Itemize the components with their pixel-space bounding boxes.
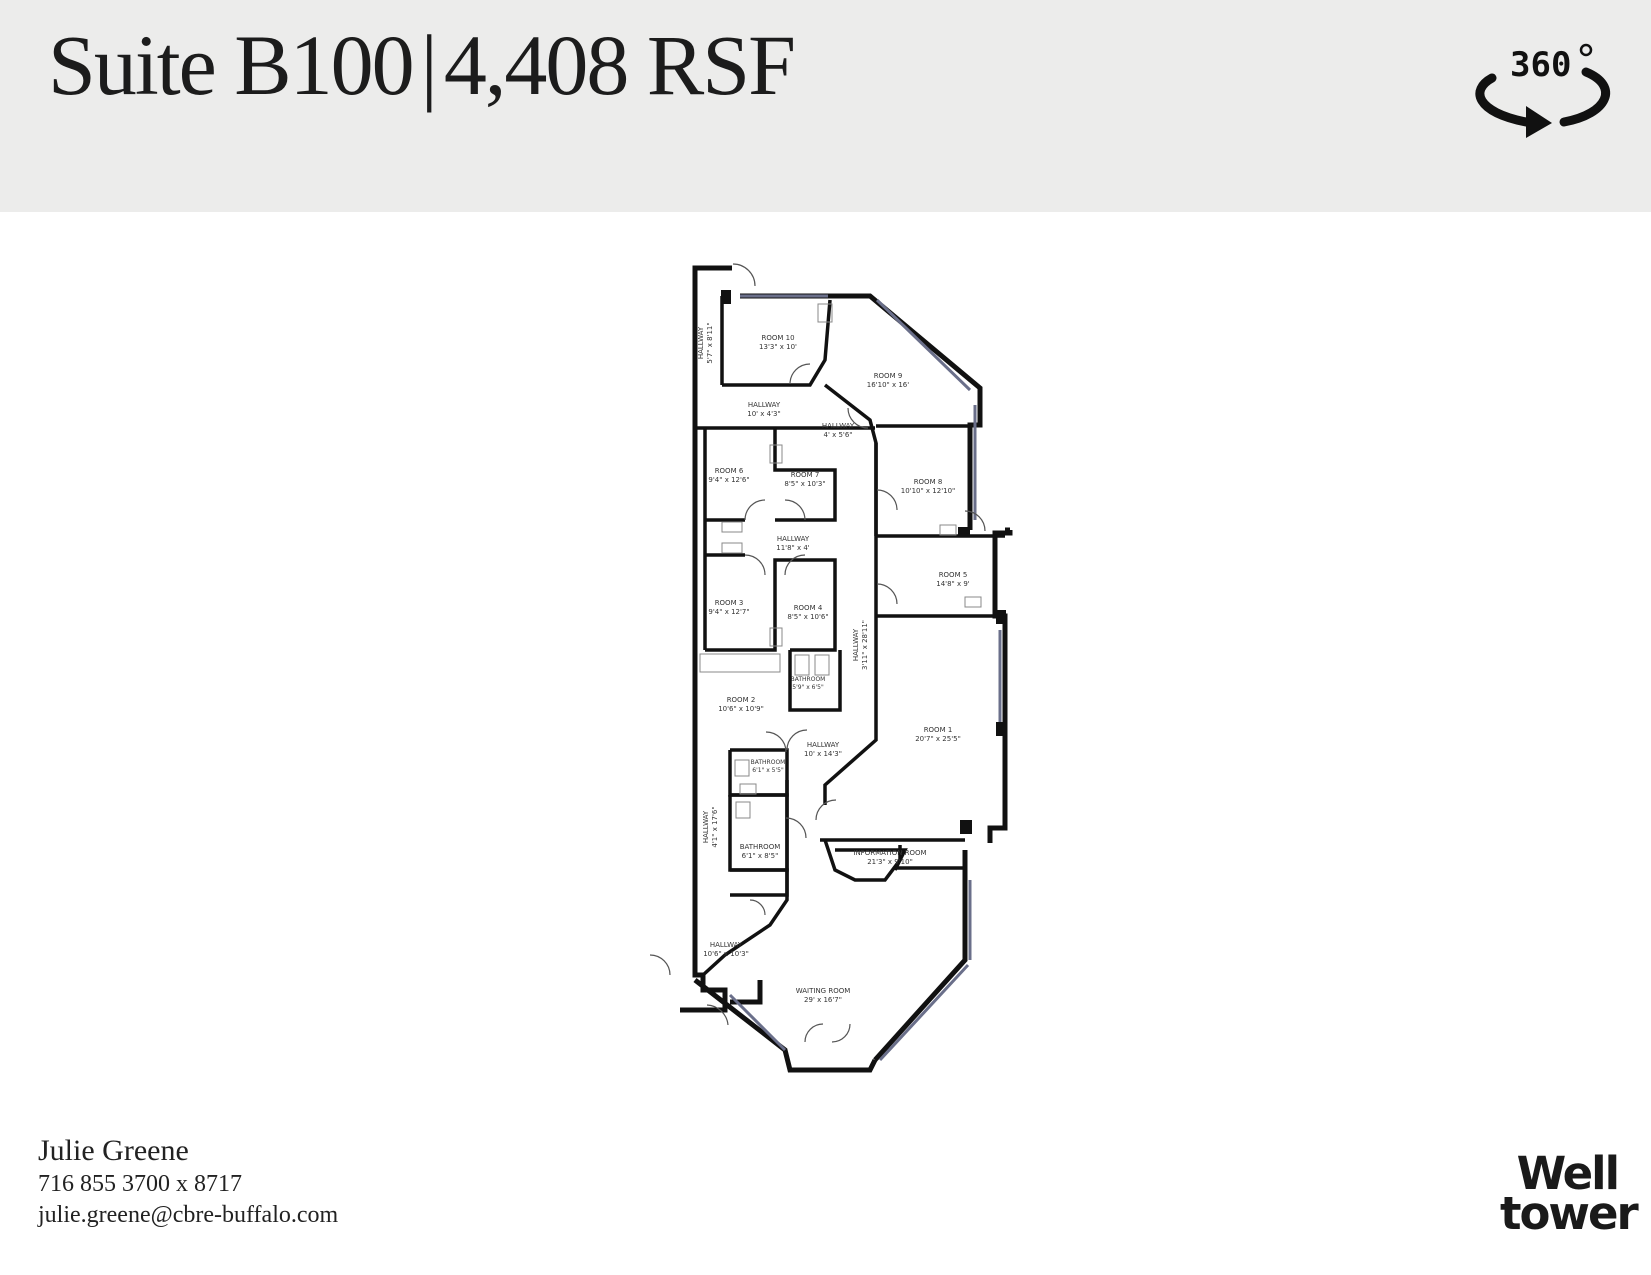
- room-name: ROOM 9: [874, 372, 903, 380]
- room-size: 9'4" x 12'6": [708, 476, 749, 484]
- room-name: HALLWAY: [748, 401, 781, 409]
- room-name: BATHROOM: [740, 843, 781, 851]
- room-name: ROOM 3: [715, 599, 744, 607]
- room-name: HALLWAY: [852, 628, 860, 661]
- rotate-360-icon[interactable]: 360: [1468, 38, 1618, 138]
- room-name: ROOM 10: [761, 334, 794, 342]
- badge-label: 360: [1510, 45, 1571, 85]
- room-size: 10' x 4'3": [747, 410, 780, 418]
- room-size: 5'7" x 8'11": [706, 322, 714, 363]
- contact-phone[interactable]: 716 855 3700 x 8717: [38, 1170, 242, 1197]
- room-size: 9'4" x 12'7": [708, 608, 749, 616]
- room-size: 14'8" x 9': [936, 580, 970, 588]
- room-size: 13'3" x 10': [759, 343, 797, 351]
- room-name: ROOM 1: [924, 726, 953, 734]
- room-name: BATHROOM: [751, 759, 786, 766]
- room-size: 20'7" x 25'5": [915, 735, 961, 743]
- welltower-logo: Well tower: [1500, 1147, 1639, 1240]
- room-name: INFORMATION ROOM: [853, 849, 926, 857]
- room-size: 3'11" x 28'11": [861, 620, 869, 670]
- room-size: 11'8" x 4': [776, 544, 810, 552]
- room-name: HALLWAY: [710, 941, 743, 949]
- room-size: 5'9" x 6'5": [792, 684, 824, 691]
- windows: [728, 294, 1002, 1062]
- room-size: 29' x 16'7": [804, 996, 842, 1004]
- room-name: ROOM 5: [939, 571, 968, 579]
- logo-line-1: Well: [1516, 1147, 1620, 1200]
- room-size: 8'5" x 10'3": [784, 480, 825, 488]
- room-name: HALLWAY: [822, 422, 855, 430]
- column-markers: [721, 290, 1006, 834]
- room-size: 16'10" x 16': [867, 381, 909, 389]
- page-title: Suite B100|4,408 RSF: [48, 17, 796, 113]
- title-separator: |: [420, 17, 438, 113]
- room-name: HALLWAY: [697, 326, 705, 359]
- room-name: ROOM 2: [727, 696, 756, 704]
- floor-plan: ROOM 10 13'3" x 10' ROOM 9 16'10" x 16' …: [649, 263, 1013, 1073]
- logo-line-2: tower: [1500, 1187, 1639, 1240]
- room-size: 8'5" x 10'6": [787, 613, 828, 621]
- room-size: 21'3" x 9'10": [867, 858, 913, 866]
- suite-name: Suite B100: [48, 17, 415, 113]
- contact-email[interactable]: julie.greene@cbre-buffalo.com: [38, 1201, 339, 1228]
- room-size: 10'6" x 10'9": [718, 705, 764, 713]
- room-name: ROOM 4: [794, 604, 823, 612]
- fixtures: [699, 303, 982, 819]
- room-name: ROOM 6: [715, 467, 744, 475]
- room-name: HALLWAY: [807, 741, 840, 749]
- interior-walls: [695, 296, 1005, 977]
- contact-block: Julie Greene 716 855 3700 x 8717 julie.g…: [38, 1134, 338, 1231]
- contact-name: Julie Greene: [38, 1134, 189, 1167]
- room-name: ROOM 8: [914, 478, 943, 486]
- suite-area: 4,408 RSF: [443, 17, 796, 113]
- header-band: Suite B100|4,408 RSF 360: [0, 0, 1651, 212]
- room-name: HALLWAY: [777, 535, 810, 543]
- room-size: 4' x 5'6": [823, 431, 852, 439]
- room-name: ROOM 7: [791, 471, 820, 479]
- door-swings: [649, 263, 986, 1043]
- room-labels: ROOM 10 13'3" x 10' ROOM 9 16'10" x 16' …: [697, 322, 970, 1004]
- room-size: 6'1" x 8'5": [742, 852, 779, 860]
- room-size: 10'10" x 12'10": [901, 487, 956, 495]
- room-name: WAITING ROOM: [796, 987, 851, 995]
- room-name: HALLWAY: [702, 810, 710, 843]
- room-size: 10'6" x 10'3": [703, 950, 749, 958]
- room-size: 4'1" x 17'6": [711, 806, 719, 847]
- room-size: 6'1" x 5'5": [752, 767, 784, 774]
- room-name: BATHROOM: [791, 676, 826, 683]
- room-size: 10' x 14'3": [804, 750, 842, 758]
